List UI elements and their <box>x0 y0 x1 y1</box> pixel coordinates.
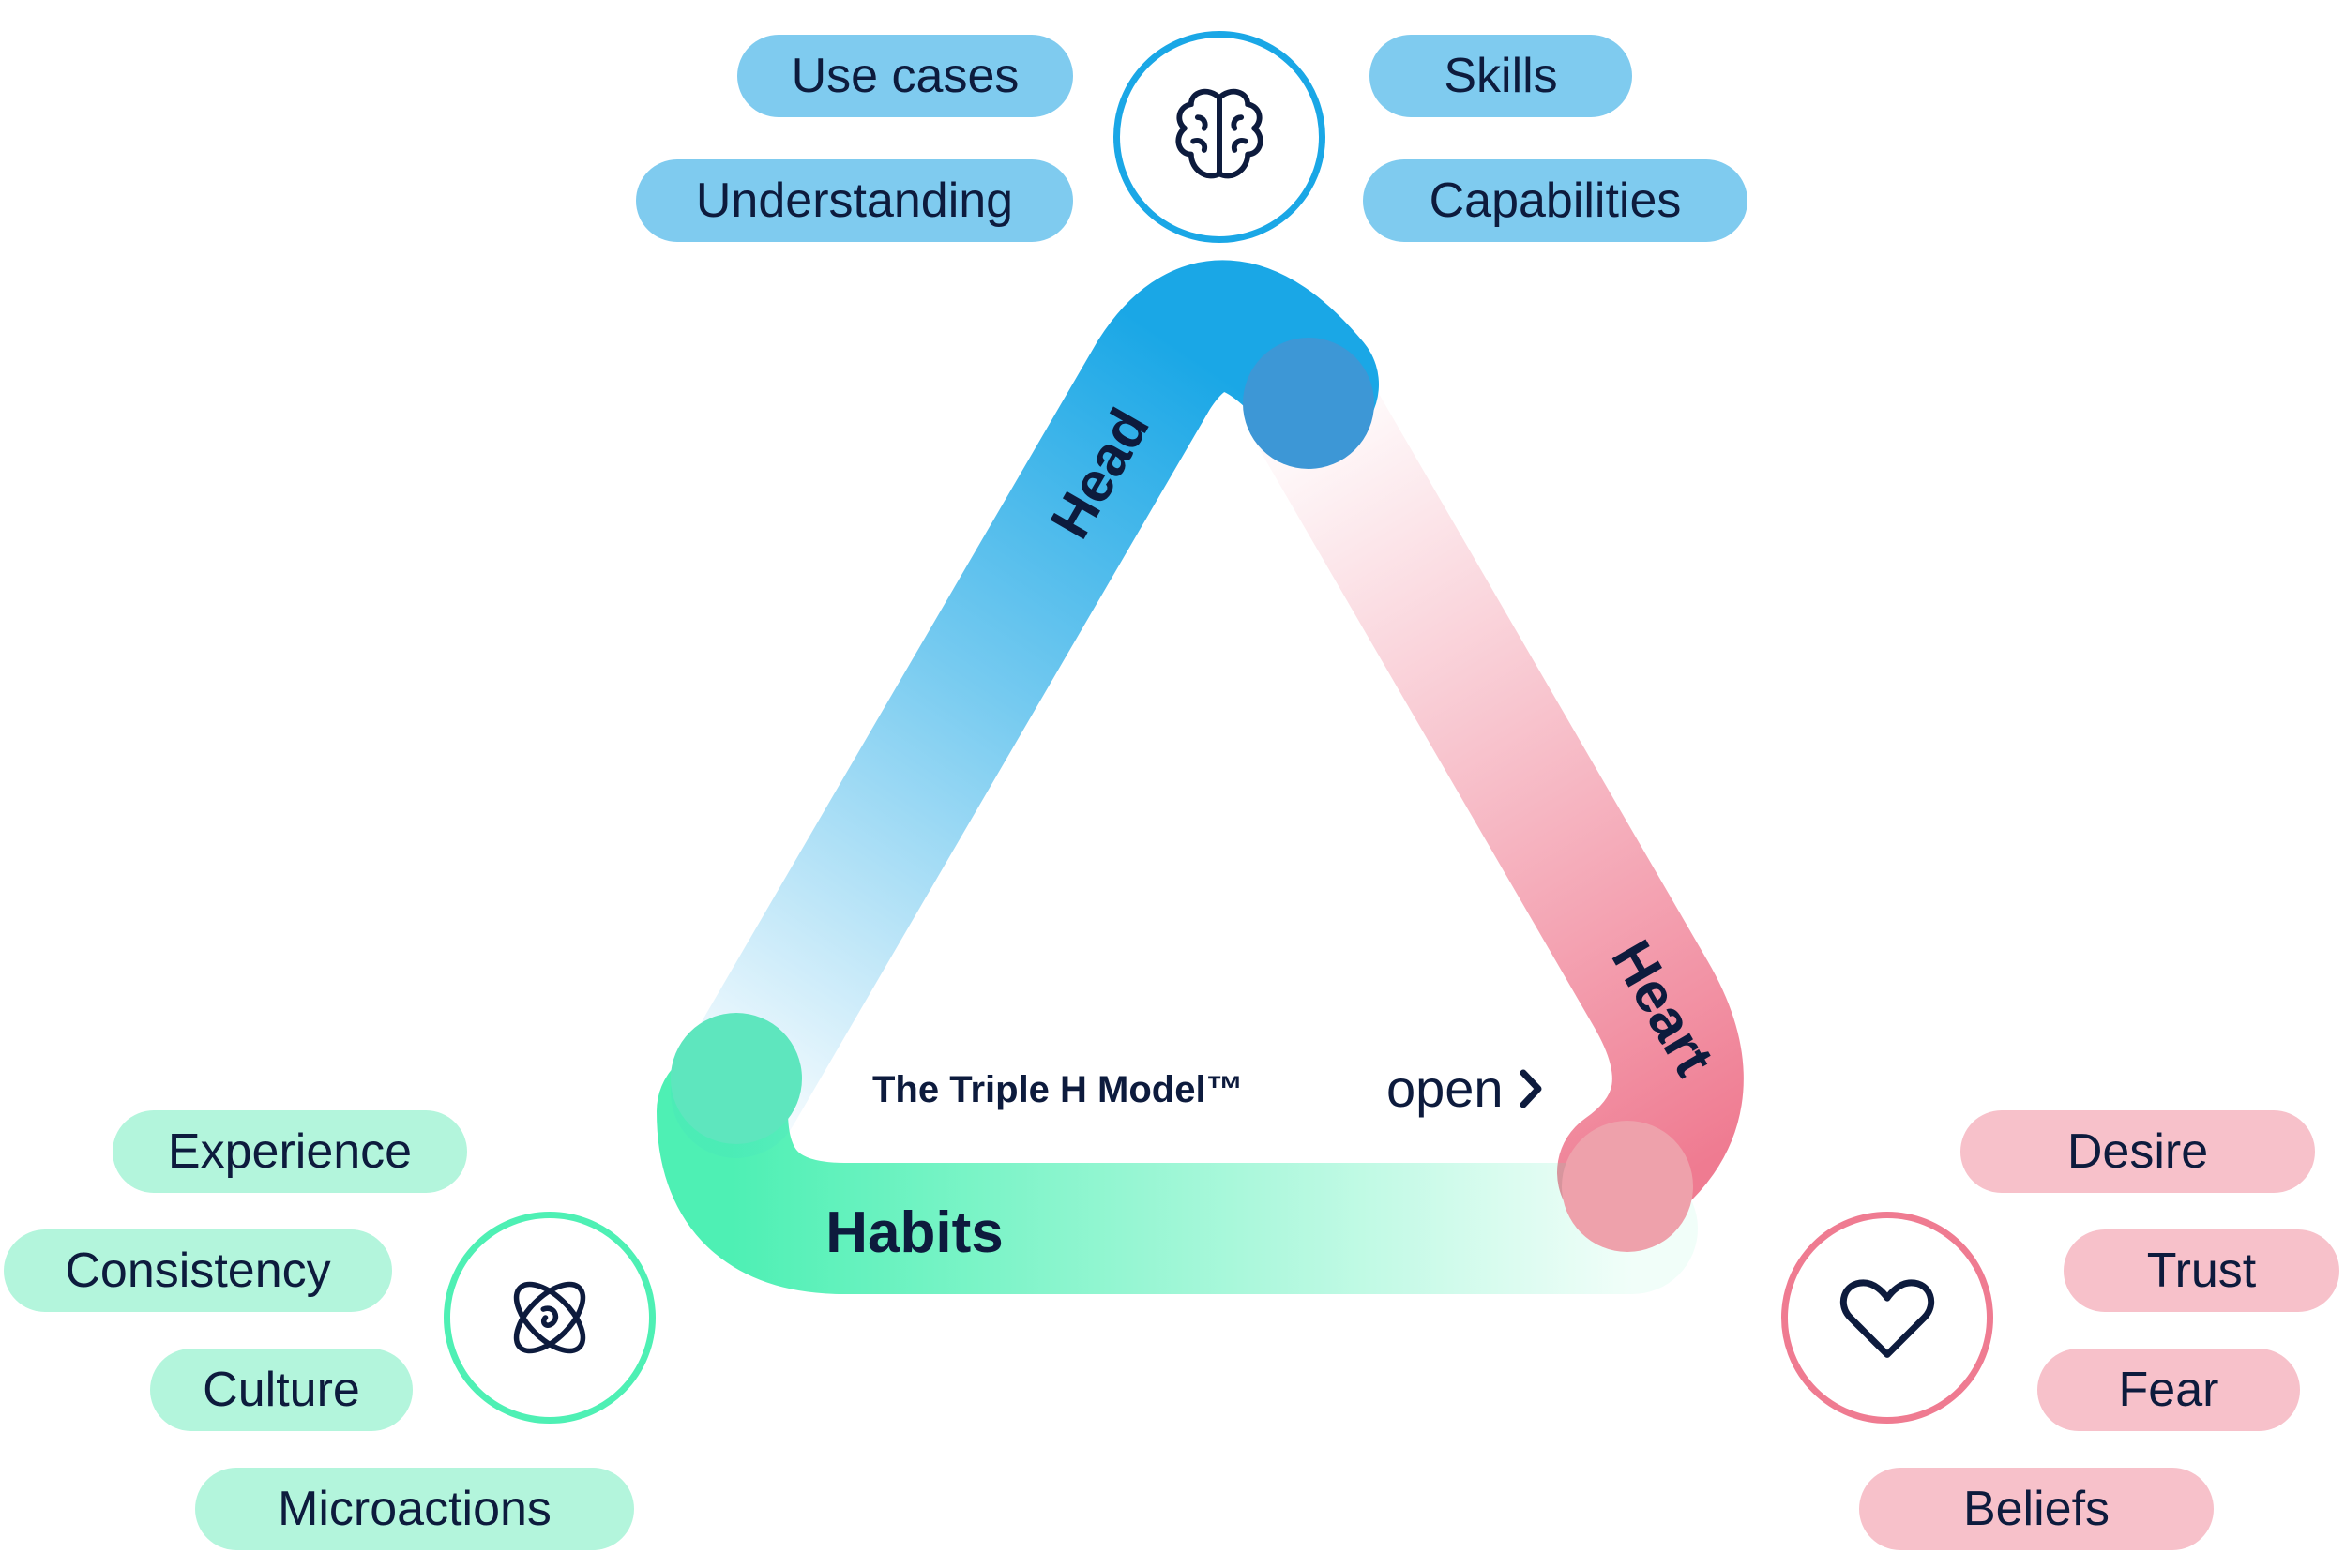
heart-item-desire: Desire <box>1960 1110 2315 1193</box>
habits-label: Habits <box>825 1200 1003 1265</box>
habits-item-consistency: Consistency <box>4 1229 392 1312</box>
habits-item-culture: Culture <box>150 1349 413 1431</box>
habits-end-cap <box>671 1013 802 1144</box>
heart-icon <box>1839 1279 1935 1358</box>
habits-item-microactions: Microactions <box>195 1468 634 1550</box>
heart-hub <box>1781 1212 1993 1424</box>
heart-item-beliefs: Beliefs <box>1859 1468 2214 1550</box>
heart-item-fear: Fear <box>2037 1349 2300 1431</box>
chevron-right-icon <box>1520 1069 1542 1108</box>
head-hub <box>1113 31 1325 243</box>
heart-band <box>1243 338 1744 1238</box>
heart-item-trust: Trust <box>2064 1229 2339 1312</box>
open-link[interactable]: open <box>1386 1058 1543 1119</box>
head-end-cap <box>1243 338 1374 469</box>
head-item-understanding: Understanding <box>636 159 1073 242</box>
head-item-use-cases: Use cases <box>737 35 1073 117</box>
heart-end-cap <box>1562 1121 1693 1252</box>
atom-icon <box>513 1281 586 1354</box>
model-title: The Triple H Model™ <box>872 1069 1244 1110</box>
habits-item-experience: Experience <box>113 1110 467 1193</box>
head-item-skills: Skills <box>1369 35 1632 117</box>
habits-hub <box>444 1212 656 1424</box>
head-band <box>671 260 1379 1158</box>
head-item-capabilities: Capabilities <box>1363 159 1747 242</box>
brain-icon <box>1175 88 1263 179</box>
open-link-label: open <box>1386 1059 1504 1118</box>
